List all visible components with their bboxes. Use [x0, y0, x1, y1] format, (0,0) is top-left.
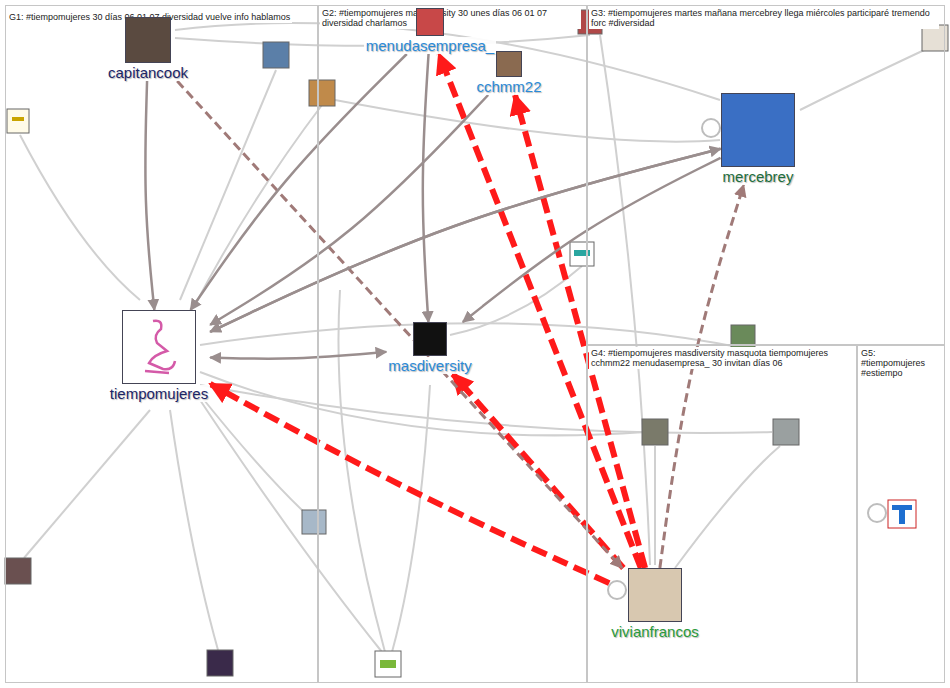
edge-arrow	[191, 54, 407, 310]
avatar-image	[207, 650, 233, 676]
avatar-image	[263, 42, 289, 68]
edge-arrow	[210, 149, 720, 332]
edge-arrow	[145, 81, 154, 310]
avatar-image	[125, 17, 171, 63]
logo-mark	[892, 505, 912, 524]
logo-mark	[380, 660, 396, 668]
user-node: capitancook	[106, 17, 190, 81]
user-label: cchmm22	[474, 78, 543, 95]
avatar-image	[7, 109, 29, 133]
minor-edge	[180, 70, 276, 300]
minor-edge	[800, 45, 935, 110]
edge-arrow	[210, 352, 386, 359]
minor-edge	[600, 35, 650, 565]
avatar-image	[888, 500, 916, 528]
user-node: masdiversity	[386, 322, 473, 374]
group-panel: G5: #tiempomujeres #estiempo	[857, 345, 945, 683]
minor-edge	[675, 446, 780, 568]
edge-arrow	[463, 158, 721, 322]
edge-arrow	[210, 384, 609, 583]
user-label: mercebrey	[721, 168, 796, 185]
minor-edge	[20, 135, 140, 300]
minor-avatars	[5, 10, 948, 677]
edge-arrow	[660, 185, 744, 568]
group-panel: G4: #tiempomujeres masdiversity masquota…	[587, 345, 857, 683]
self-loop	[868, 504, 886, 522]
avatar-image	[496, 51, 522, 77]
edge-arrow	[515, 95, 645, 568]
logo-mark	[12, 117, 24, 121]
group-panel: G3: #tiempomujeres martes mañana mercebr…	[587, 5, 945, 345]
minor-edge	[170, 410, 218, 650]
edge-arrow	[423, 54, 429, 322]
minor-edge	[392, 385, 430, 652]
minor-edge	[24, 410, 150, 558]
user-label: menudasempresa_	[364, 37, 496, 54]
edge-arrow	[177, 81, 622, 568]
avatar-image	[309, 80, 335, 106]
minor-edge	[654, 446, 656, 565]
minor-edges	[20, 23, 935, 652]
avatar-image	[375, 651, 401, 677]
avatar-image	[122, 310, 196, 384]
avatar-image	[628, 568, 682, 622]
group-heading: G4: #tiempomujeres masdiversity masquota…	[589, 347, 851, 369]
self-loop	[608, 581, 626, 599]
user-label: vivianfrancos	[609, 623, 701, 640]
user-label: capitancook	[106, 64, 190, 81]
edge-arrow	[210, 95, 488, 325]
user-label: masdiversity	[386, 357, 473, 374]
user-node: cchmm22	[474, 51, 543, 95]
minor-edge	[200, 395, 304, 512]
group-heading: G5: #tiempomujeres #estiempo	[859, 347, 939, 379]
edge-arrow	[439, 54, 641, 568]
user-node: mercebrey	[721, 93, 796, 185]
user-node: menudasempresa_	[364, 8, 496, 54]
avatar-image	[5, 558, 31, 584]
minor-edge	[200, 400, 382, 652]
avatar-image	[570, 242, 594, 266]
avatar-image	[302, 510, 326, 534]
avatar-image	[721, 93, 795, 167]
edge-arrow	[210, 149, 720, 332]
avatar-image	[416, 8, 444, 36]
minor-edge	[175, 23, 720, 100]
user-label: tiempomujeres	[108, 385, 210, 402]
avatar-image	[413, 322, 447, 356]
group-panel: G1: #tiempomujeres 30 días 06 01 07 dive…	[5, 5, 318, 683]
self-loop	[702, 119, 720, 137]
group-heading: G3: #tiempomujeres martes mañana mercebr…	[589, 7, 939, 29]
logo-glyph	[123, 311, 195, 383]
avatar-image	[773, 419, 799, 445]
avatar-image	[642, 419, 668, 445]
logo-stroke	[145, 321, 175, 373]
group-heading: G2: #tiempomujeres masdiversity 30 unes …	[320, 7, 581, 29]
group-panel: G2: #tiempomujeres masdiversity 30 unes …	[318, 5, 587, 683]
user-node: tiempomujeres	[108, 310, 210, 402]
user-node: vivianfrancos	[609, 568, 701, 640]
